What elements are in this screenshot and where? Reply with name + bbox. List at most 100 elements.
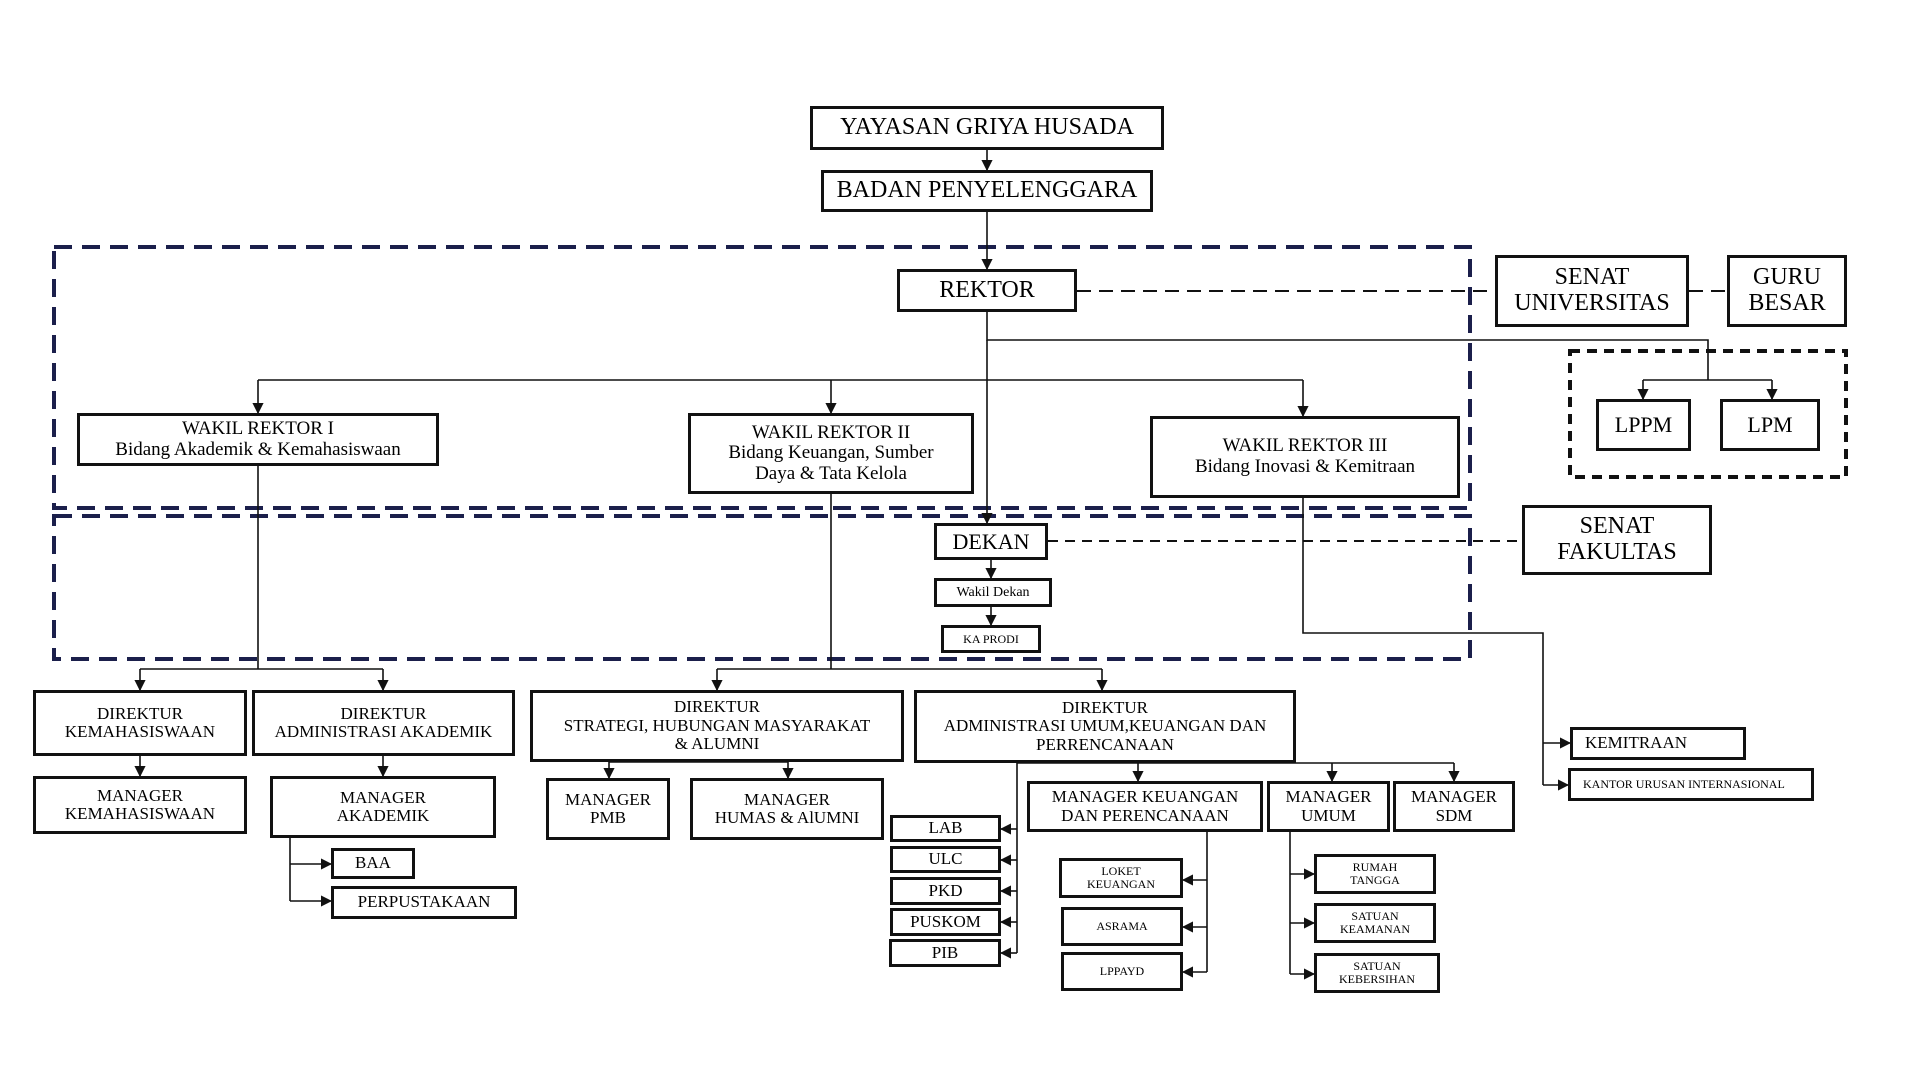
node-label-line: RUMAH	[1352, 860, 1398, 875]
node-label-line: ADMINISTRASI UMUM,KEUANGAN DAN	[943, 716, 1267, 736]
node-label-line: PUSKOM	[910, 911, 981, 931]
node-label-line: LPPAYD	[1099, 964, 1145, 979]
node-label-line: KEMITRAAN	[1585, 733, 1687, 753]
node-lab: LAB	[890, 815, 1001, 842]
node-label-line: KEMAHASISWAAN	[64, 722, 216, 741]
node-label-line: LAB	[928, 818, 963, 838]
node-label-line: SATUAN	[1353, 959, 1401, 974]
node-label-line: KEMAHASISWAAN	[64, 804, 216, 823]
node-label-line: PERPUSTAKAAN	[357, 892, 491, 912]
node-label-line: BESAR	[1748, 290, 1826, 316]
node-label-line: KANTOR URUSAN INTERNASIONAL	[1583, 777, 1785, 792]
node-label-line: & ALUMNI	[674, 734, 760, 754]
node-badan-penyelenggara: BADAN PENYELENGGARA	[821, 170, 1153, 212]
node-label-line: LPM	[1747, 412, 1793, 438]
node-puskom: PUSKOM	[890, 908, 1001, 936]
node-pib: PIB	[889, 939, 1001, 967]
node-label-line: PKD	[928, 880, 963, 900]
node-label-line: Bidang Inovasi & Kemitraan	[1194, 456, 1416, 477]
node-dekan: DEKAN	[934, 523, 1048, 560]
node-label-line: Bidang Akademik & Kemahasiswaan	[115, 438, 401, 460]
node-label-line: LPPM	[1614, 412, 1673, 438]
node-label-line: WAKIL REKTOR II	[751, 421, 911, 443]
node-ka-prodi: KA PRODI	[941, 625, 1041, 653]
node-baa: BAA	[331, 848, 415, 879]
node-label-line: WAKIL REKTOR III	[1222, 435, 1388, 457]
node-label-line: ADMINISTRASI AKADEMIK	[274, 722, 493, 741]
node-label-line: KEUANGAN	[1087, 877, 1155, 891]
node-label-line: WAKIL REKTOR I	[182, 417, 334, 439]
university-level-region	[52, 245, 1472, 510]
node-kantor-urusan-internasional: KANTOR URUSAN INTERNASIONAL	[1568, 768, 1814, 801]
node-label-line: BADAN PENYELENGGARA	[836, 177, 1138, 204]
node-label-line: GURU	[1752, 264, 1821, 291]
node-label-line: MANAGER	[744, 789, 830, 809]
node-label-line: FAKULTAS	[1557, 539, 1677, 565]
node-perpustakaan: PERPUSTAKAAN	[331, 886, 517, 919]
node-label-line: AKADEMIK	[336, 806, 430, 825]
node-pkd: PKD	[890, 877, 1001, 905]
node-kemitraan: KEMITRAAN	[1570, 727, 1746, 760]
node-label-line: MANAGER	[1411, 787, 1497, 807]
node-label-line: DEKAN	[952, 528, 1030, 554]
node-label-line: MANAGER	[565, 789, 651, 809]
node-label-line: DIREKTUR	[340, 703, 427, 723]
node-label-line: PMB	[590, 808, 626, 827]
node-label-line: MANAGER	[340, 787, 426, 807]
node-label-line: PERRENCANAAN	[1036, 734, 1174, 754]
node-label-line: KA PRODI	[963, 631, 1019, 646]
node-label-line: TANGGA	[1350, 873, 1400, 887]
node-label-line: LOKET	[1101, 864, 1141, 879]
node-label-line: SENAT	[1579, 513, 1655, 540]
node-ulc: ULC	[890, 846, 1001, 873]
node-label-line: ULC	[928, 849, 963, 869]
node-label-line: KEBERSIHAN	[1338, 972, 1415, 986]
node-label-line: DIREKTUR	[1062, 697, 1148, 717]
node-label-line: SATUAN	[1351, 909, 1399, 924]
node-label-line: ASRAMA	[1096, 919, 1148, 934]
node-label-line: Wakil Dekan	[956, 584, 1030, 600]
node-label-line: HUMAS & AlUMNI	[714, 808, 860, 827]
node-label-line: UNIVERSITAS	[1514, 290, 1670, 316]
node-rektor: REKTOR	[897, 269, 1077, 312]
node-label-line: SDM	[1435, 805, 1473, 825]
node-label-line: DIREKTUR	[97, 703, 183, 723]
node-label-line: SENAT	[1554, 264, 1630, 291]
node-label-line: BAA	[355, 853, 391, 873]
node-label-line: DAN PERENCANAAN	[1061, 805, 1229, 825]
node-label-line: STRATEGI, HUBUNGAN MASYARAKAT	[563, 715, 871, 735]
node-asrama: ASRAMA	[1061, 907, 1183, 946]
node-label-line: MANAGER	[97, 785, 183, 805]
node-label-line: YAYASAN GRIYA HUSADA	[840, 114, 1134, 141]
node-wakil-dekan: Wakil Dekan	[934, 578, 1052, 607]
connector-wr3-external	[1302, 498, 1544, 785]
connector-rektor-institutes	[986, 312, 1709, 380]
node-lppm: LPPM	[1596, 399, 1691, 451]
node-label-line: MANAGER	[1285, 787, 1372, 807]
faculty-level-region	[52, 514, 1472, 661]
node-label-line: PIB	[931, 942, 959, 962]
node-lppayd: LPPAYD	[1061, 952, 1183, 991]
node-label-line: Bidang Keuangan, Sumber	[728, 442, 934, 464]
